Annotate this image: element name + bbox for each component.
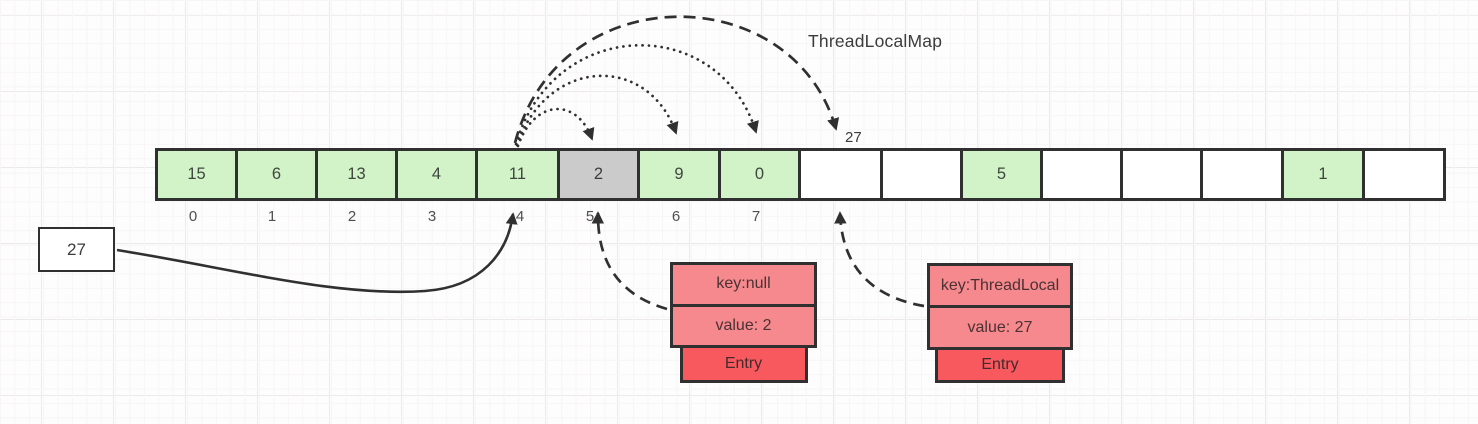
array-cell-13 [1200, 148, 1284, 201]
hash-value-label: 27 [845, 129, 862, 146]
array-cell-3: 4 [395, 148, 478, 201]
entry-key-value-box: key:null value: 2 [670, 262, 817, 348]
entry-label: Entry [935, 347, 1065, 383]
probe-arc-slot5 [516, 107, 595, 148]
probe-arc-slot6 [515, 74, 679, 147]
entry-box-threadlocal: key:ThreadLocal value: 27 Entry [927, 263, 1073, 383]
source-value-box: 27 [38, 227, 115, 272]
index-label-5: 5 [585, 208, 595, 225]
entry-value: value: 2 [715, 316, 772, 334]
array-cell-1: 6 [235, 148, 318, 201]
source-value: 27 [67, 239, 86, 259]
index-label-4: 4 [515, 208, 525, 225]
probe-arc-slot8 [513, 15, 840, 144]
hash-to-slot4-arrow [116, 212, 518, 294]
array-cell-15 [1362, 148, 1446, 201]
entry2-to-slot8-arrow [834, 211, 925, 308]
index-label-1: 1 [267, 208, 277, 225]
index-label-2: 2 [347, 208, 357, 225]
entry-key-value-box: key:ThreadLocal value: 27 [927, 263, 1073, 350]
array-cell-0: 15 [155, 148, 238, 201]
entry-box-stale: key:null value: 2 Entry [670, 262, 817, 383]
entry-key: key:null [673, 265, 814, 307]
entry-label: Entry [679, 345, 808, 383]
probe-arc-slot7 [514, 43, 759, 146]
array-cell-14: 1 [1281, 148, 1365, 201]
index-label-7: 7 [751, 208, 761, 225]
entry-value: value: 27 [967, 318, 1033, 336]
array-cell-10: 5 [960, 148, 1043, 201]
index-label-0: 0 [188, 208, 198, 225]
array-cell-9 [880, 148, 963, 201]
array-cell-4: 11 [475, 148, 560, 201]
diagram-title: ThreadLocalMap [808, 31, 943, 51]
array-cell-2: 13 [315, 148, 398, 201]
entry-key: key:ThreadLocal [930, 266, 1070, 308]
array-cell-8 [798, 148, 883, 201]
array-cell-6: 9 [637, 148, 721, 201]
index-label-6: 6 [671, 208, 681, 225]
array-cell-11 [1040, 148, 1123, 201]
array-cell-7: 0 [718, 148, 801, 201]
array-cell-12 [1120, 148, 1203, 201]
array-cell-5: 2 [557, 148, 640, 201]
entry1-to-slot5-arrow [591, 211, 668, 311]
index-label-3: 3 [427, 208, 437, 225]
